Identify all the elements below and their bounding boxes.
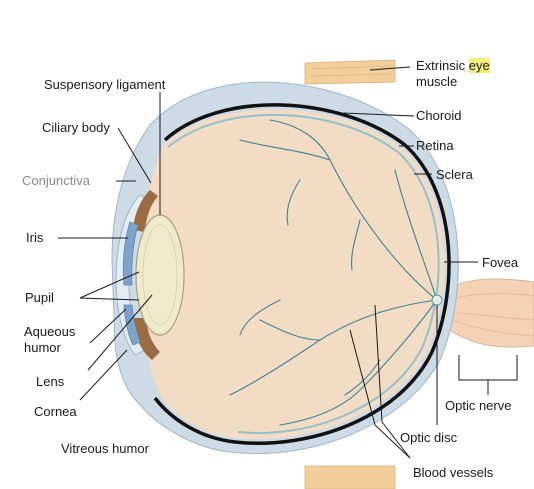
label-aqueous-humor-line2: humor (24, 340, 61, 355)
label-extrinsic-eye-muscle-line2: muscle (416, 74, 457, 89)
label-vitreous-humor: Vitreous humor (61, 441, 149, 456)
optic-disc (432, 295, 442, 305)
label-pupil: Pupil (25, 290, 54, 305)
label-fovea: Fovea (482, 255, 518, 270)
label-lens: Lens (36, 374, 64, 389)
label-ciliary-body: Ciliary body (42, 120, 110, 135)
extrinsic-eye-muscle-top (305, 60, 395, 84)
label-retina: Retina (416, 138, 454, 153)
label-aqueous-humor-line1: Aqueous (24, 324, 75, 339)
label-blood-vessels: Blood vessels (413, 465, 493, 480)
label-suspensory-ligament: Suspensory ligament (44, 77, 165, 92)
label-optic-nerve: Optic nerve (445, 398, 511, 413)
label-cornea: Cornea (34, 404, 77, 419)
label-extrinsic-eye-muscle-line1: Extrinsic eye (416, 58, 490, 73)
label-optic-disc: Optic disc (400, 430, 457, 445)
label-iris: Iris (26, 230, 43, 245)
label-conjunctiva: Conjunctiva (22, 173, 90, 188)
label-sclera: Sclera (436, 167, 473, 182)
label-extrinsic-word: Extrinsic (416, 58, 465, 73)
label-choroid: Choroid (416, 108, 462, 123)
extrinsic-eye-muscle-bottom (305, 466, 395, 489)
label-eye-word-highlighted: eye (469, 58, 490, 73)
